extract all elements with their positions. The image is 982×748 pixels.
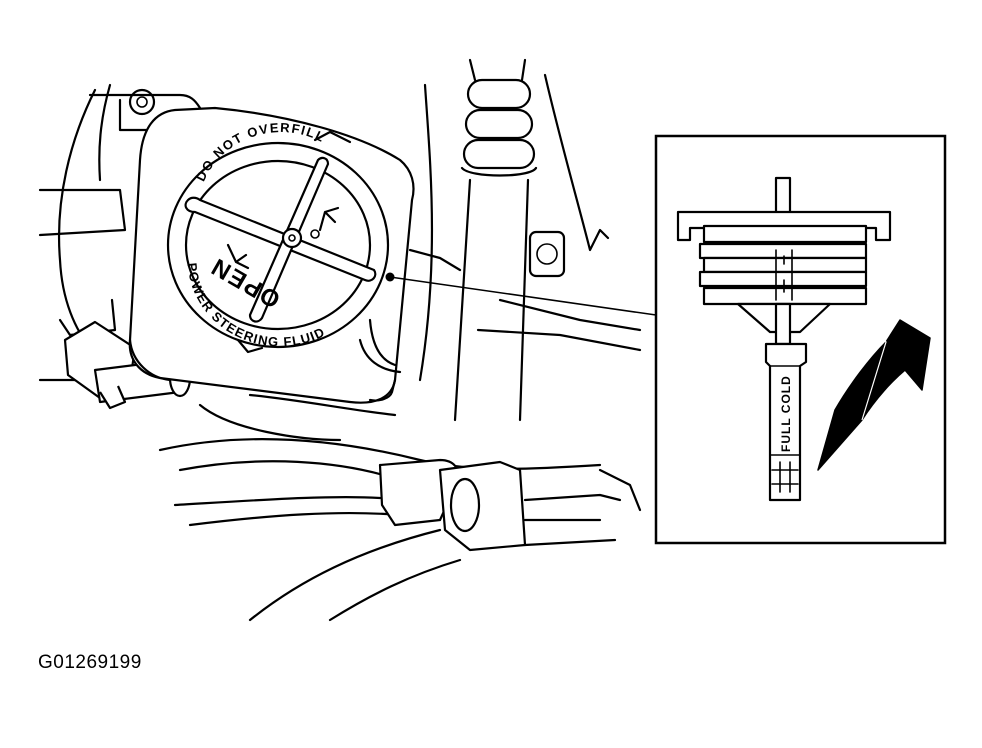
figure-id-label: G01269199 [38, 652, 142, 673]
leader-line [385, 272, 657, 316]
lower-hoses [158, 393, 642, 622]
dipstick-full-cold-label: FULL COLD [779, 375, 793, 452]
dipstick-cap [676, 210, 892, 306]
mount-structure [408, 73, 642, 382]
pointer-arrow [817, 319, 931, 471]
vertical-hose [453, 58, 538, 422]
dipstick-inset: FULL COLD [654, 134, 947, 545]
dipstick-blade: FULL COLD [764, 342, 808, 502]
